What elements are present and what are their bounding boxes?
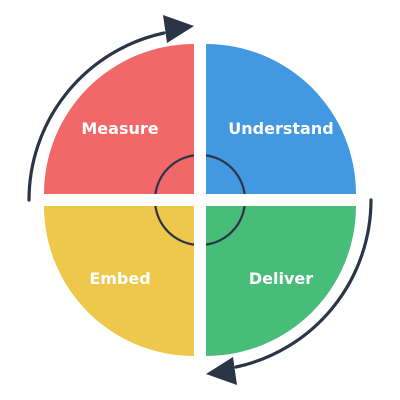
quadrant-label-measure: Measure [81,119,158,138]
quadrant-label-understand: Understand [228,119,333,138]
quadrant-label-embed: Embed [89,269,150,288]
cycle-arrow-top [27,31,166,202]
cycle-arrow-bottom [234,198,373,369]
quadrant-deliver [206,206,356,356]
quadrant-understand [206,44,356,194]
quadrant-measure [44,44,194,194]
arrowhead-top-icon [163,15,194,43]
quadrant-embed [44,206,194,356]
arrowhead-bottom-icon [206,357,237,385]
horizontal-divider [40,194,360,206]
quadrant-label-deliver: Deliver [249,269,313,288]
